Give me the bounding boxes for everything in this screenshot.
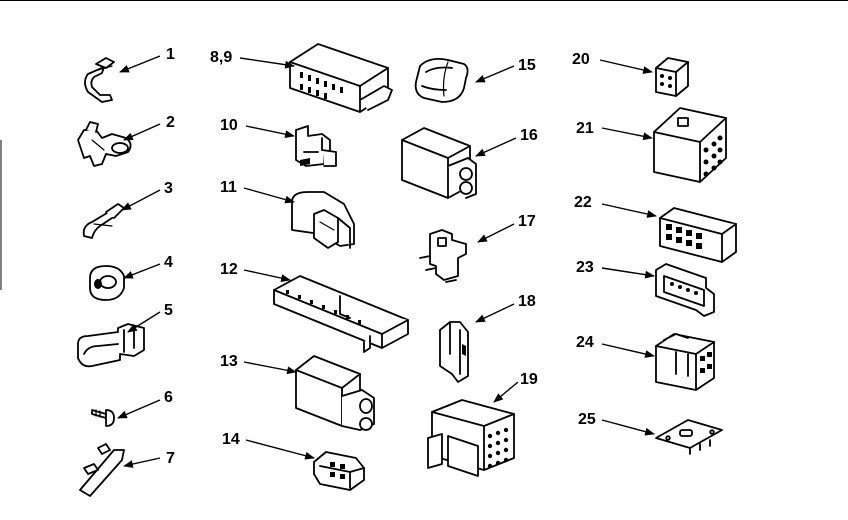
leader-4 [123,263,161,279]
label-21: 21 [576,120,594,137]
label-14: 14 [222,431,240,448]
label-2: 2 [166,114,175,131]
label-8-9: 8,9 [210,49,232,66]
leader-8-9 [239,57,295,69]
leader-3 [121,189,161,211]
part-23-d-connector [655,263,715,317]
label-16: 16 [520,127,538,144]
label-4: 4 [164,254,173,271]
label-13: 13 [220,353,238,370]
part-6-screw [91,409,115,427]
part-20-small-block [655,57,689,97]
part-25-plate-bracket [655,419,723,455]
leader-7 [123,457,161,468]
part-14-mini-plug [313,451,365,491]
part-1-retainer-clip [84,57,115,103]
leader-11 [243,187,295,204]
label-24: 24 [576,334,594,351]
leader-20 [599,59,653,74]
label-5: 5 [164,302,173,319]
label-7: 7 [166,450,175,467]
label-22: 22 [574,194,592,211]
part-15-sleeve-insulator [414,57,469,103]
part-7-wire-retainer [79,443,125,497]
leader-10 [245,125,295,139]
part-16-two-pin-receptacle [401,127,477,199]
part-11-latch-housing [291,191,355,249]
part-12-strip-connector [273,275,409,353]
part-22-multi-pin-plug [659,207,737,263]
leader-21 [601,127,653,141]
leader-1 [119,55,161,73]
part-2-wire-clamp [77,121,132,167]
label-19: 19 [520,371,538,388]
label-11: 11 [220,179,237,196]
leader-16 [475,137,517,157]
label-1: 1 [166,46,175,63]
part-3-spring-clip [82,203,125,239]
leader-22 [601,203,657,218]
leader-14 [245,439,315,460]
label-10: 10 [220,117,238,134]
label-6: 6 [164,389,173,406]
leader-lines [117,55,657,468]
part-labels: 1 2 3 4 5 6 7 8,9 10 11 12 13 14 15 16 1… [164,46,596,467]
part-19-twelve-pin-connector [427,399,515,477]
leader-19 [493,381,519,403]
leader-13 [243,361,297,375]
part-8-9-terminal-block [289,43,393,113]
part-24-nine-pin-housing [655,333,715,391]
leader-2 [123,123,161,141]
part-18-terminal-bracket [439,321,469,383]
leader-12 [243,269,291,282]
label-18: 18 [518,293,536,310]
part-13-two-pin-housing [295,355,375,431]
label-15: 15 [518,57,536,74]
leader-23 [601,267,655,279]
leader-25 [601,419,655,436]
leader-17 [477,223,515,243]
leader-6 [117,399,161,419]
label-12: 12 [220,261,238,278]
leader-18 [475,303,515,323]
part-5-strap-clamp [77,323,145,368]
leader-15 [475,65,515,83]
leader-24 [601,343,655,358]
label-3: 3 [164,180,173,197]
part-4-grommet [89,265,125,301]
part-17-pin-header [419,229,467,283]
label-25: 25 [578,411,596,428]
label-17: 17 [518,213,536,230]
leader-5 [127,311,161,333]
part-10-small-housing [295,125,337,167]
label-23: 23 [576,259,594,276]
part-21-cube-block [653,107,727,183]
label-20: 20 [572,51,590,68]
